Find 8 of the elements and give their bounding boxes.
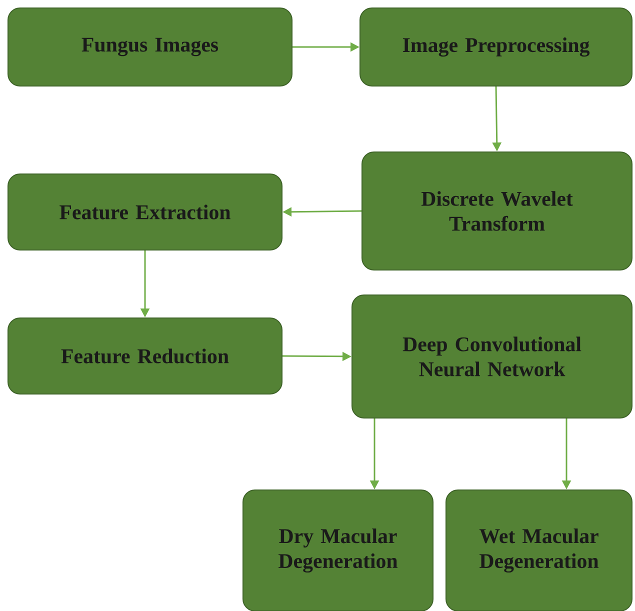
process-box: Discrete Wavelet Transform (362, 152, 632, 270)
process-box: Deep Convolutional Neural Network (352, 294, 632, 418)
process-box: Dry Macular Degeneration (242, 490, 434, 611)
process-box: Fungus Images (8, 8, 292, 86)
process-box: Image Preprocessing (360, 8, 632, 86)
process-box: Feature Reduction (8, 318, 282, 394)
process-box: Feature Extraction (8, 174, 282, 250)
process-box: Wet Macular Degeneration (446, 490, 632, 611)
